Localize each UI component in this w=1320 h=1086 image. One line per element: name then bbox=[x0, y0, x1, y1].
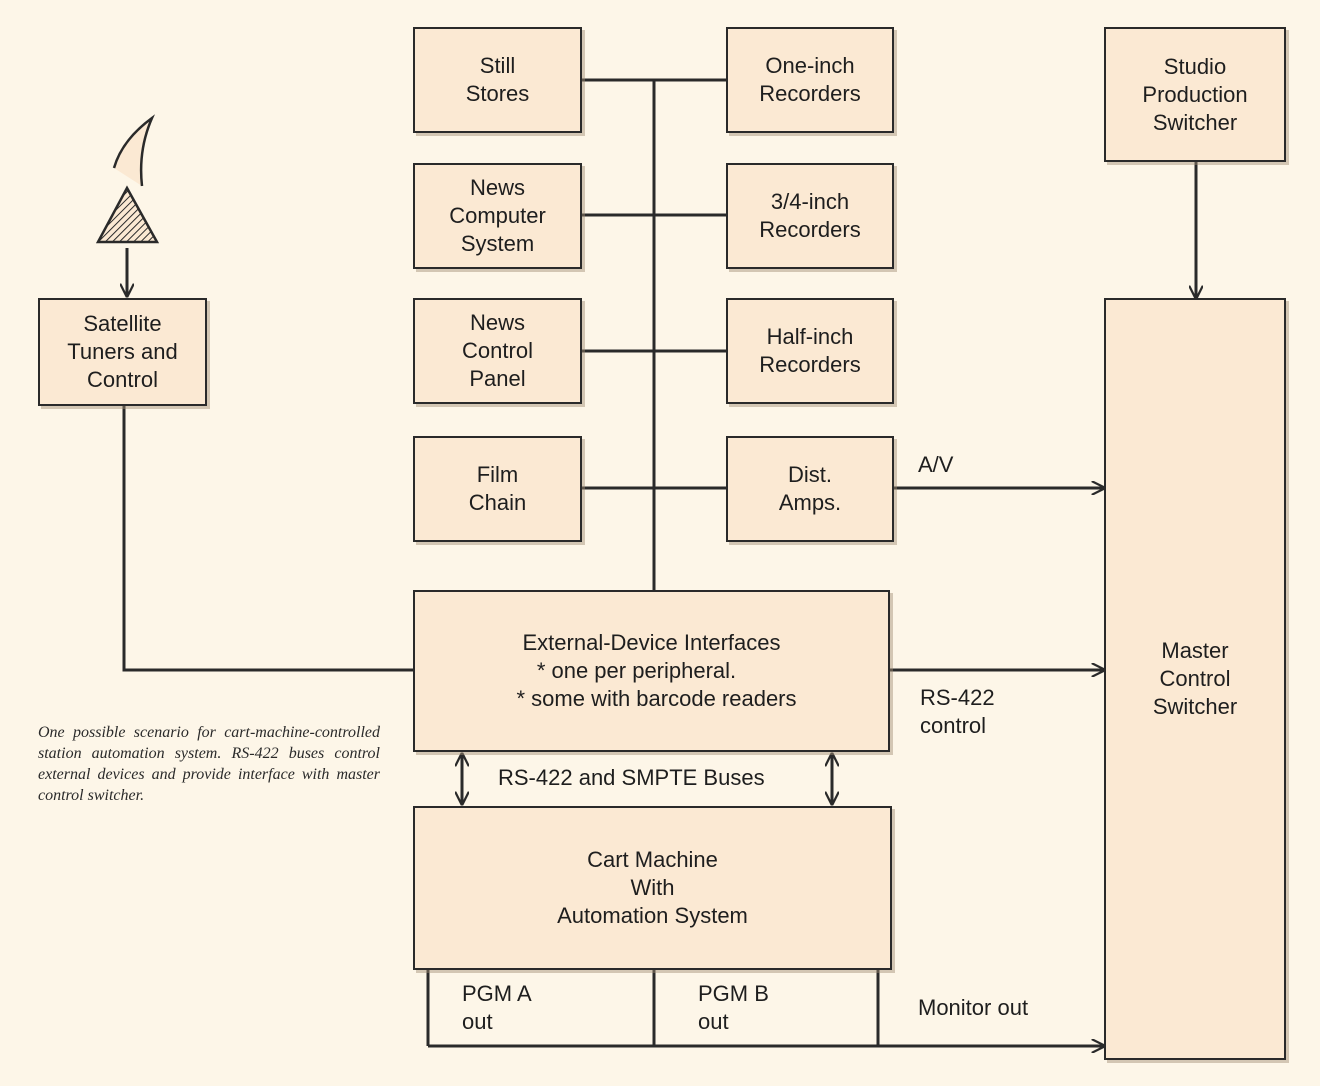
news-computer-line-1: News bbox=[469, 175, 525, 200]
pgm-b-label: PGM B out bbox=[698, 980, 769, 1036]
news-control-panel-box: News Control Panel bbox=[413, 298, 582, 404]
rs422-label: RS-422 bbox=[920, 685, 995, 710]
dist-amps-line-1: Dist. bbox=[788, 462, 832, 487]
news-panel-line-2: Control bbox=[462, 338, 533, 363]
pgm-b-line-2: out bbox=[698, 1009, 729, 1034]
av-label: A/V bbox=[918, 452, 954, 477]
three-quarter-recorders-box: 3/4-inch Recorders bbox=[726, 163, 894, 269]
one-inch-line-2: Recorders bbox=[759, 81, 861, 106]
pgm-a-label: PGM A out bbox=[462, 980, 532, 1036]
film-chain-box: Film Chain bbox=[413, 436, 582, 542]
satellite-line-1: Satellite bbox=[83, 311, 162, 336]
satellite-interface-line bbox=[122, 406, 413, 672]
pgm-a-line-1: PGM A bbox=[462, 981, 532, 1006]
dist-amps-box: Dist. Amps. bbox=[726, 436, 894, 542]
still-stores-line-1: Still bbox=[479, 53, 516, 78]
studio-switcher-line-3: Switcher bbox=[1152, 109, 1238, 135]
studio-switcher-line-1: Studio bbox=[1163, 53, 1227, 79]
three-quarter-line-2: Recorders bbox=[759, 217, 861, 242]
news-panel-line-1: News bbox=[469, 310, 525, 335]
cart-machine-box: Cart Machine With Automation System bbox=[413, 806, 892, 970]
pgm-a-line-2: out bbox=[462, 1009, 493, 1034]
news-computer-line-2: Computer bbox=[449, 203, 546, 228]
cart-machine-line-3: Automation System bbox=[557, 903, 748, 928]
master-line-2: Control bbox=[1159, 666, 1231, 691]
satellite-line-2: Tuners and bbox=[67, 339, 178, 364]
master-line-3: Switcher bbox=[1152, 694, 1238, 719]
news-computer-system-box: News Computer System bbox=[413, 163, 582, 269]
external-device-interfaces-box: External-Device Interfaces * one per per… bbox=[413, 590, 890, 752]
buses-label: RS-422 and SMPTE Buses bbox=[498, 765, 765, 790]
interfaces-note-2: * some with barcode readers bbox=[516, 686, 797, 711]
one-inch-line-1: One-inch bbox=[765, 53, 855, 78]
cart-machine-line-1: Cart Machine bbox=[587, 847, 718, 872]
half-inch-line-1: Half-inch bbox=[766, 324, 854, 349]
studio-switcher-line-2: Production bbox=[1142, 81, 1248, 107]
still-stores-box: Still Stores bbox=[413, 27, 582, 133]
satellite-dish-icon bbox=[95, 114, 160, 244]
interfaces-title: External-Device Interfaces bbox=[522, 630, 781, 655]
still-stores-line-2: Stores bbox=[465, 81, 530, 106]
control-label: control bbox=[920, 713, 987, 738]
cart-machine-line-2: With bbox=[630, 875, 675, 900]
one-inch-recorders-box: One-inch Recorders bbox=[726, 27, 894, 133]
master-line-1: Master bbox=[1161, 638, 1229, 663]
figure-caption: One possible scenario for cart-machine-c… bbox=[38, 724, 380, 804]
satellite-line-3: Control bbox=[87, 367, 158, 392]
half-inch-line-2: Recorders bbox=[759, 352, 861, 377]
news-panel-line-3: Panel bbox=[469, 366, 526, 391]
film-chain-line-1: Film bbox=[476, 462, 519, 487]
pgm-b-line-1: PGM B bbox=[698, 981, 769, 1006]
master-control-switcher-box: Master Control Switcher bbox=[1104, 298, 1286, 1060]
dist-amps-line-2: Amps. bbox=[778, 490, 842, 515]
monitor-out-label: Monitor out bbox=[918, 995, 1029, 1020]
satellite-tuners-box: Satellite Tuners and Control bbox=[38, 298, 207, 406]
three-quarter-line-1: 3/4-inch bbox=[770, 189, 850, 214]
film-chain-line-2: Chain bbox=[468, 490, 527, 515]
interfaces-note-1: * one per peripheral. bbox=[536, 658, 737, 683]
half-inch-recorders-box: Half-inch Recorders bbox=[726, 298, 894, 404]
news-computer-line-3: System bbox=[460, 231, 535, 256]
studio-production-switcher-box: Studio Production Switcher bbox=[1104, 27, 1286, 162]
